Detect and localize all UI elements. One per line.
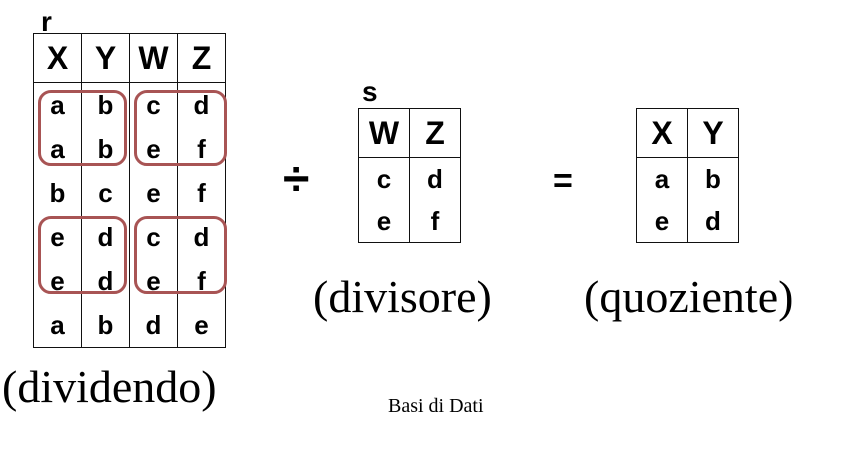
dividend-cell: e <box>129 171 178 215</box>
division-operator: ÷ <box>283 153 310 206</box>
divisor-header-z: Z <box>409 108 461 158</box>
quotient-row: e d <box>636 200 739 243</box>
dividend-row: a b c d <box>33 82 226 127</box>
divisor-cell: e <box>358 200 410 243</box>
dividend-relation-name: r <box>41 6 52 37</box>
divisor-caption: (divisore) <box>313 271 492 322</box>
dividend-cell: a <box>33 82 82 127</box>
dividend-row: a b d e <box>33 303 226 348</box>
dividend-table: X Y W Z a b c d a b e f b c e f e d c d … <box>33 33 226 348</box>
divisor-header-w: W <box>358 108 410 158</box>
divisor-cell: d <box>409 157 461 200</box>
footer-text: Basi di Dati <box>388 395 484 417</box>
group-box-xy-ed <box>38 216 127 294</box>
quotient-cell: d <box>687 200 739 243</box>
quotient-cell: e <box>636 200 688 243</box>
dividend-cell: f <box>177 171 226 215</box>
dividend-cell: a <box>33 303 82 348</box>
dividend-header-row: X Y W Z <box>33 33 226 83</box>
dividend-header-y: Y <box>81 33 130 83</box>
divisor-row: c d <box>358 157 461 200</box>
dividend-cell: b <box>33 171 82 215</box>
quotient-table: X Y a b e d <box>636 108 739 243</box>
equals-operator: = <box>553 162 573 200</box>
dividend-cell: c <box>129 82 178 127</box>
divisor-cell: c <box>358 157 410 200</box>
quotient-cell: b <box>687 157 739 200</box>
group-box-wz-ed <box>134 216 227 294</box>
dividend-header-x: X <box>33 33 82 83</box>
divisor-relation-name: s <box>362 76 378 107</box>
quotient-header-y: Y <box>687 108 739 158</box>
dividend-header-w: W <box>129 33 178 83</box>
quotient-header-row: X Y <box>636 108 739 158</box>
dividend-header-z: Z <box>177 33 226 83</box>
quotient-cell: a <box>636 157 688 200</box>
dividend-row: b c e f <box>33 171 226 215</box>
divisor-cell: f <box>409 200 461 243</box>
dividend-cell: d <box>177 82 226 127</box>
quotient-header-x: X <box>636 108 688 158</box>
dividend-cell: e <box>177 303 226 348</box>
dividend-cell: c <box>81 171 130 215</box>
divisor-table: W Z c d e f <box>358 108 461 243</box>
dividend-cell: b <box>81 303 130 348</box>
divisor-header-row: W Z <box>358 108 461 158</box>
dividend-cell: c <box>129 215 178 259</box>
dividend-cell: d <box>129 303 178 348</box>
group-box-xy-ab <box>38 90 127 166</box>
dividend-caption: (dividendo) <box>2 361 217 412</box>
divisor-row: e f <box>358 200 461 243</box>
quotient-row: a b <box>636 157 739 200</box>
quotient-caption: (quoziente) <box>584 271 794 322</box>
group-box-wz-ab <box>134 90 227 166</box>
